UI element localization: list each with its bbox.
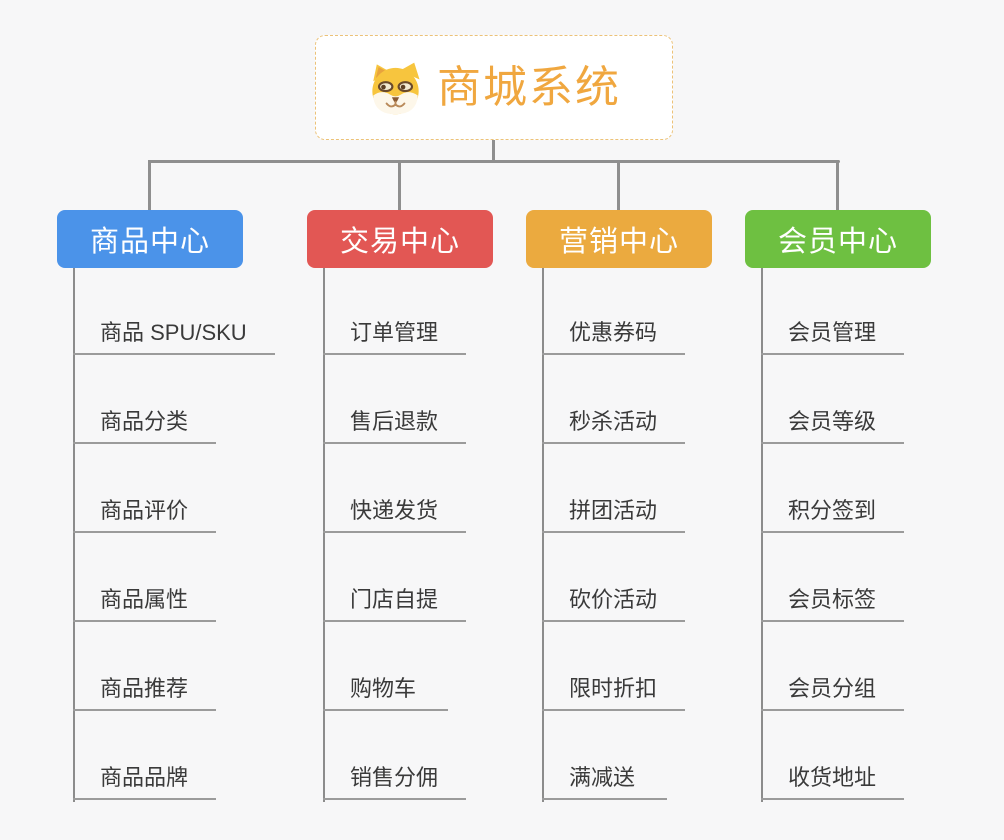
root-title: 商城系统 [437, 62, 621, 112]
leaf-node[interactable]: 限时折扣 [542, 674, 686, 711]
branch-label: 交易中心 [339, 226, 460, 258]
branch-children-member: 会员管理 会员等级 积分签到 会员标签 会员分组 收货地址 [761, 268, 1004, 804]
connector-horizontal [148, 160, 840, 163]
leaf-node[interactable]: 会员标签 [761, 585, 905, 622]
connector-drop-2 [398, 160, 401, 211]
leaf-node[interactable]: 会员等级 [761, 407, 905, 444]
leaf-node[interactable]: 售后退款 [323, 407, 467, 444]
leaf-node[interactable]: 商品分类 [73, 407, 217, 444]
leaf-node[interactable]: 商品推荐 [73, 674, 217, 711]
leaf-node[interactable]: 会员分组 [761, 674, 905, 711]
leaf-node[interactable]: 优惠券码 [542, 318, 686, 355]
leaf-node[interactable]: 满减送 [542, 763, 667, 800]
leaf-node[interactable]: 秒杀活动 [542, 407, 686, 444]
leaf-node[interactable]: 收货地址 [761, 763, 905, 800]
leaf-node[interactable]: 购物车 [323, 674, 448, 711]
branch-node-marketing[interactable]: 营销中心 [526, 210, 712, 268]
leaf-node[interactable]: 快递发货 [323, 496, 467, 533]
leaf-node[interactable]: 销售分佣 [323, 763, 467, 800]
branch-children-trade: 订单管理 售后退款 快递发货 门店自提 购物车 销售分佣 [323, 268, 583, 804]
connector-root-stub [492, 139, 495, 161]
branch-children-product: 商品 SPU/SKU 商品分类 商品评价 商品属性 商品推荐 商品品牌 [73, 268, 333, 804]
leaf-node[interactable]: 会员管理 [761, 318, 905, 355]
leaf-node[interactable]: 商品评价 [73, 496, 217, 533]
branch-label: 营销中心 [558, 226, 679, 258]
branch-label: 会员中心 [777, 226, 898, 258]
leaf-node[interactable]: 订单管理 [323, 318, 467, 355]
leaf-node[interactable]: 积分签到 [761, 496, 905, 533]
connector-drop-4 [836, 160, 839, 211]
root-node[interactable]: 商城系统 [315, 35, 673, 140]
leaf-node[interactable]: 拼团活动 [542, 496, 686, 533]
leaf-node[interactable]: 门店自提 [323, 585, 467, 622]
branch-node-trade[interactable]: 交易中心 [307, 210, 493, 268]
dog-icon [372, 62, 420, 115]
leaf-node[interactable]: 商品 SPU/SKU [73, 318, 275, 355]
branch-label: 商品中心 [89, 226, 210, 258]
connector-drop-1 [148, 160, 151, 211]
branch-node-product[interactable]: 商品中心 [57, 210, 243, 268]
branch-node-member[interactable]: 会员中心 [745, 210, 931, 268]
leaf-node[interactable]: 商品属性 [73, 585, 217, 622]
leaf-node[interactable]: 砍价活动 [542, 585, 686, 622]
branch-children-marketing: 优惠券码 秒杀活动 拼团活动 砍价活动 限时折扣 满减送 [542, 268, 802, 804]
connector-drop-3 [617, 160, 620, 211]
leaf-node[interactable]: 商品品牌 [73, 763, 217, 800]
